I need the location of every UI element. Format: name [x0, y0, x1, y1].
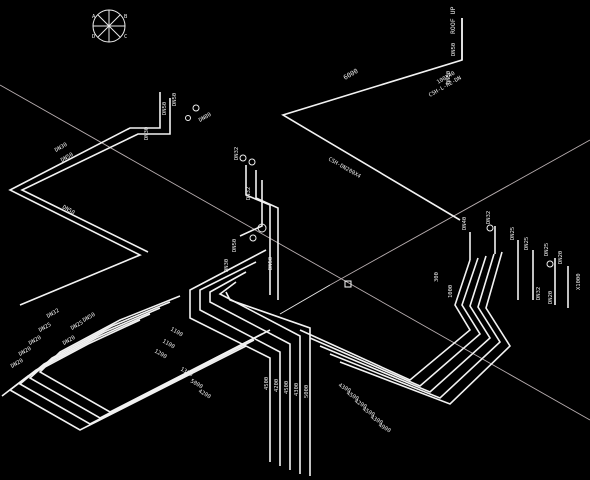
- stack-label-2: 1200: [153, 349, 167, 361]
- upper-left-loop-inner: [20, 98, 171, 253]
- mt-label-d: DN50: [268, 257, 274, 270]
- stack-label-0: 1100: [169, 327, 183, 339]
- right-label-3: DN25: [524, 237, 530, 250]
- bottom-label-5: 4900: [377, 423, 391, 435]
- right-label-0: DN40: [462, 217, 468, 230]
- roof-pipe-run: [281, 18, 463, 221]
- right-label-6: DN32: [536, 287, 542, 300]
- ul-label-f: DN30: [144, 127, 150, 140]
- left-label-2: DN20: [28, 335, 42, 347]
- bottom-label-3: 4500: [361, 407, 375, 419]
- mt-label-b: DN32: [246, 187, 252, 200]
- compass-letter-b: B: [124, 14, 128, 20]
- mt-label-a: DN32: [234, 147, 240, 160]
- stack-label-3: 1300: [179, 367, 193, 379]
- ul-label-d: DN50: [60, 152, 74, 164]
- left-label-3: DN20: [18, 346, 32, 358]
- middle-label-0: 4500: [264, 377, 270, 390]
- right-label-4: DN25: [544, 243, 550, 256]
- axis-line-3: [279, 284, 331, 315]
- compass-letter-d: D: [92, 34, 95, 40]
- middle-label-2: 4500: [284, 381, 290, 394]
- middle-tower: DN32 DN32 DN50 DN50 DN30: [224, 147, 279, 300]
- mt-label-c: DN50: [232, 239, 238, 252]
- tr-pipe-tag: CSH-DN200X4: [327, 157, 362, 181]
- compass-letter-a: A: [92, 14, 96, 20]
- stack-label-1: 1100: [161, 339, 175, 351]
- middle-label-1: 4200: [274, 379, 280, 392]
- right-label-9: 1000: [448, 285, 454, 298]
- middle-label-3: 4300: [294, 383, 300, 396]
- left-label-7: DN50: [82, 312, 96, 324]
- right-label-2: DN25: [510, 227, 516, 240]
- right-nested-pipes: [299, 224, 569, 405]
- tr-label-a: DN50: [451, 43, 457, 56]
- left-label-8: DN20: [56, 350, 70, 362]
- axis-junction: [344, 280, 352, 288]
- right-label-8: 300: [434, 272, 440, 282]
- middle-label-4: 5000: [304, 385, 310, 398]
- tr-label-c: DN50: [446, 71, 452, 84]
- right-label-7: DN20: [548, 291, 554, 304]
- upper-left-loop: [8, 92, 161, 306]
- mt-label-e: DN30: [224, 259, 230, 272]
- right-label-1: DN32: [486, 211, 492, 224]
- bottom-label-4: 4300: [369, 415, 383, 427]
- left-label-4: DN20: [10, 358, 24, 370]
- bottom-label-1: 4500: [345, 391, 359, 403]
- ul-label-c: DN30: [54, 142, 68, 154]
- left-label-1: DN25: [38, 322, 52, 334]
- bottom-label-2: 4200: [353, 399, 367, 411]
- left-nested-pipes: [1, 249, 311, 476]
- compass-icon: A B C D: [92, 9, 128, 43]
- right-label-5: DN20: [558, 251, 564, 264]
- far-right-label: X1000: [576, 273, 582, 290]
- roof-riser-label: ROOF UP: [449, 7, 457, 34]
- left-label-6: DN20: [62, 335, 76, 347]
- ul-label-a: DN50: [172, 93, 178, 106]
- axis-line-2: [329, 139, 590, 286]
- valve-icon: [192, 104, 200, 112]
- valve-icon-2: [185, 115, 191, 121]
- left-label-0: DN32: [46, 308, 60, 320]
- bottom-label-0: 4300: [337, 383, 351, 395]
- tr-long-pipe-label: 6000: [342, 67, 360, 82]
- ul-label-b: DN50: [162, 102, 168, 115]
- stack-label-5: 4200: [197, 389, 211, 401]
- stack-label-4: 5000: [189, 379, 203, 391]
- left-label-5: DN25: [70, 320, 84, 332]
- compass-letter-c: C: [124, 34, 127, 40]
- ul-label-e: DN50: [61, 205, 75, 217]
- ul-valve-label: DN80: [198, 112, 212, 124]
